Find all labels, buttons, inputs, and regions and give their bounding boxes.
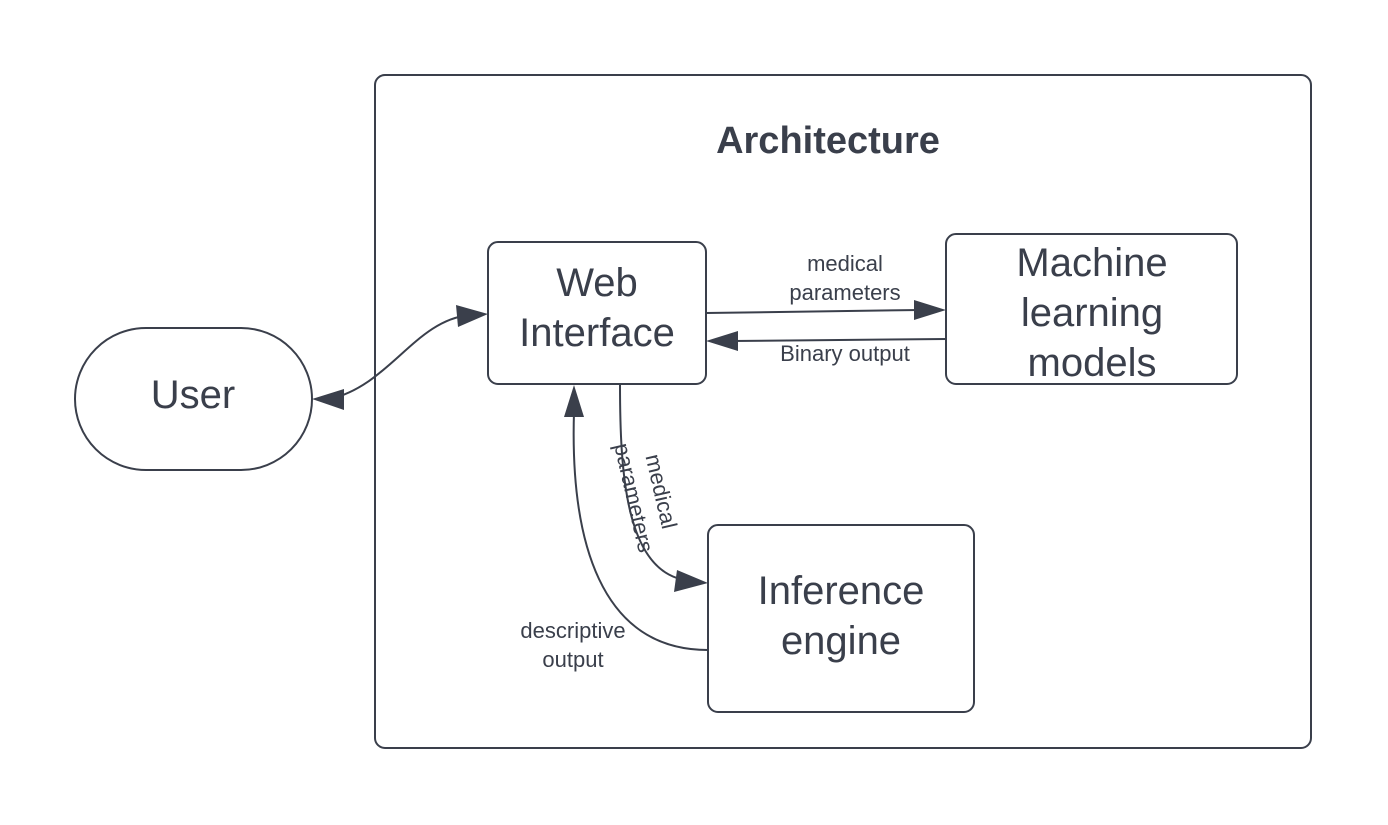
arrowhead-to-inference (674, 570, 708, 592)
edge-label-inference-to-web-line1: descriptive (520, 618, 625, 643)
node-ml-models-line3: models (1028, 341, 1157, 385)
node-ml-models-line2: learning (1021, 291, 1163, 335)
nodes: User Web Interface Machine learning mode… (74, 233, 1238, 713)
node-inference-engine-line2: engine (781, 619, 901, 663)
edge-web-to-ml: medical parameters (705, 251, 946, 320)
edge-ml-to-web: Binary output (706, 331, 947, 366)
arrowhead-to-web-from-ml (706, 331, 738, 351)
node-user: User (74, 327, 313, 471)
edge-ml-to-web-line (731, 338, 947, 342)
arrowhead-to-user (312, 389, 344, 410)
edge-label-web-to-ml-line2: parameters (789, 280, 900, 305)
edge-label-web-to-ml-line1: medical (807, 251, 883, 276)
arrowhead-to-web-from-inference (564, 385, 584, 417)
node-ml-models-shape (945, 233, 1238, 385)
edge-user-web (312, 305, 488, 410)
node-inference-engine-shape (707, 524, 975, 713)
node-web-interface-line2: Interface (519, 311, 675, 355)
arrowhead-to-ml (914, 300, 946, 320)
edge-web-to-ml-line (705, 309, 921, 314)
node-web-interface-line1: Web (556, 261, 638, 305)
edge-user-web-line (329, 314, 471, 400)
node-user-shape (74, 327, 313, 471)
edge-web-to-inference-line (619, 383, 686, 581)
edge-label-inference-to-web-line2: output (542, 647, 603, 672)
node-inference-engine-line1: Inference (758, 569, 925, 613)
node-ml-models: Machine learning models (945, 233, 1238, 385)
architecture-title: Architecture (716, 120, 940, 162)
node-web-interface-shape (487, 241, 707, 385)
node-user-label: User (151, 373, 235, 417)
node-web-interface: Web Interface (487, 241, 707, 385)
edge-inference-to-web: descriptive output (520, 385, 709, 672)
arrowhead-to-web (456, 305, 488, 327)
node-ml-models-line1: Machine (1016, 241, 1167, 285)
edge-label-ml-to-web: Binary output (780, 341, 910, 366)
edge-inference-to-web-line (572, 411, 709, 651)
node-inference-engine: Inference engine (707, 524, 975, 713)
